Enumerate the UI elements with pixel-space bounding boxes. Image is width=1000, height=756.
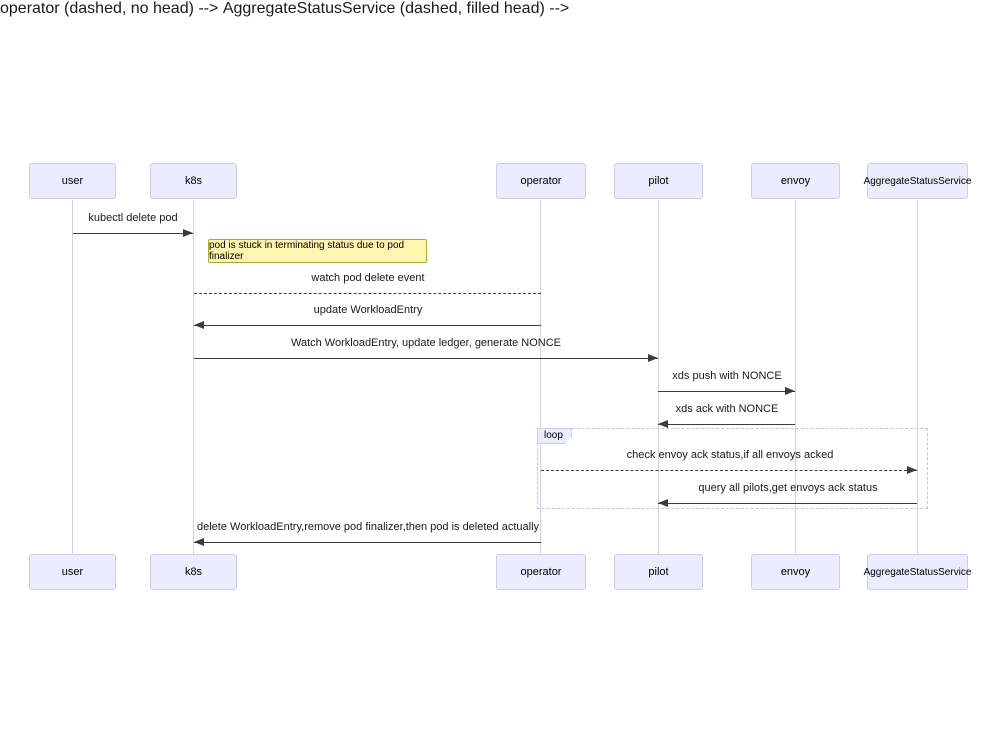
message-line [658, 391, 795, 392]
lifeline-operator [540, 200, 541, 555]
actor-bottom-aggregatestatusservice: AggregateStatusService [864, 554, 971, 590]
message-label-query-all-pilots: query all pilots,get envoys ack status [698, 482, 878, 494]
actor-bottom-pilot: pilot [614, 554, 703, 590]
lifeline-pilot [658, 200, 659, 555]
message-label-watch-pod-delete-event: watch pod delete event [311, 272, 425, 284]
message-line [194, 293, 541, 294]
lifeline-envoy [795, 200, 796, 555]
arrowhead-left-icon [658, 420, 668, 428]
loop-frame [537, 428, 928, 509]
lifeline-user [72, 200, 73, 555]
message-line [658, 503, 917, 504]
message-label-watch-workloadentry-nonce: Watch WorkloadEntry, update ledger, gene… [290, 337, 562, 349]
message-label-update-workloadentry: update WorkloadEntry [313, 304, 423, 316]
actor-top-pilot: pilot [614, 163, 703, 199]
actor-top-user: user [29, 163, 116, 199]
message-line [194, 358, 658, 359]
message-label-check-envoy-ack: check envoy ack status,if all envoys ack… [626, 449, 834, 461]
actor-bottom-user: user [29, 554, 116, 590]
lifeline-k8s [193, 200, 194, 555]
actor-top-envoy: envoy [751, 163, 840, 199]
actor-bottom-envoy: envoy [751, 554, 840, 590]
message-label-delete-workloadentry: delete WorkloadEntry,remove pod finalize… [196, 521, 540, 533]
lifeline-aggregatestatusservice [917, 200, 918, 555]
arrowhead-right-icon [907, 466, 917, 474]
arrowhead-right-icon [183, 229, 193, 237]
note-pod-finalizer: pod is stuck in terminating status due t… [208, 239, 427, 263]
message-line [658, 424, 795, 425]
arrowhead-left-icon [194, 538, 204, 546]
message-label-kubectl-delete-pod: kubectl delete pod [88, 212, 178, 224]
message-line [194, 542, 541, 543]
actor-bottom-operator: operator [496, 554, 586, 590]
message-line [73, 233, 193, 234]
message-label-xds-push: xds push with NONCE [672, 370, 782, 382]
loop-label: loop [537, 428, 572, 444]
message-line [194, 325, 541, 326]
actor-top-operator: operator [496, 163, 586, 199]
actor-bottom-k8s: k8s [150, 554, 237, 590]
actor-top-k8s: k8s [150, 163, 237, 199]
message-label-xds-ack: xds ack with NONCE [675, 403, 779, 415]
arrowhead-right-icon [648, 354, 658, 362]
message-line [541, 470, 917, 471]
arrowhead-left-icon [658, 499, 668, 507]
actor-top-aggregatestatusservice: AggregateStatusService [864, 163, 971, 199]
arrowhead-left-icon [194, 321, 204, 329]
arrowhead-right-icon [785, 387, 795, 395]
